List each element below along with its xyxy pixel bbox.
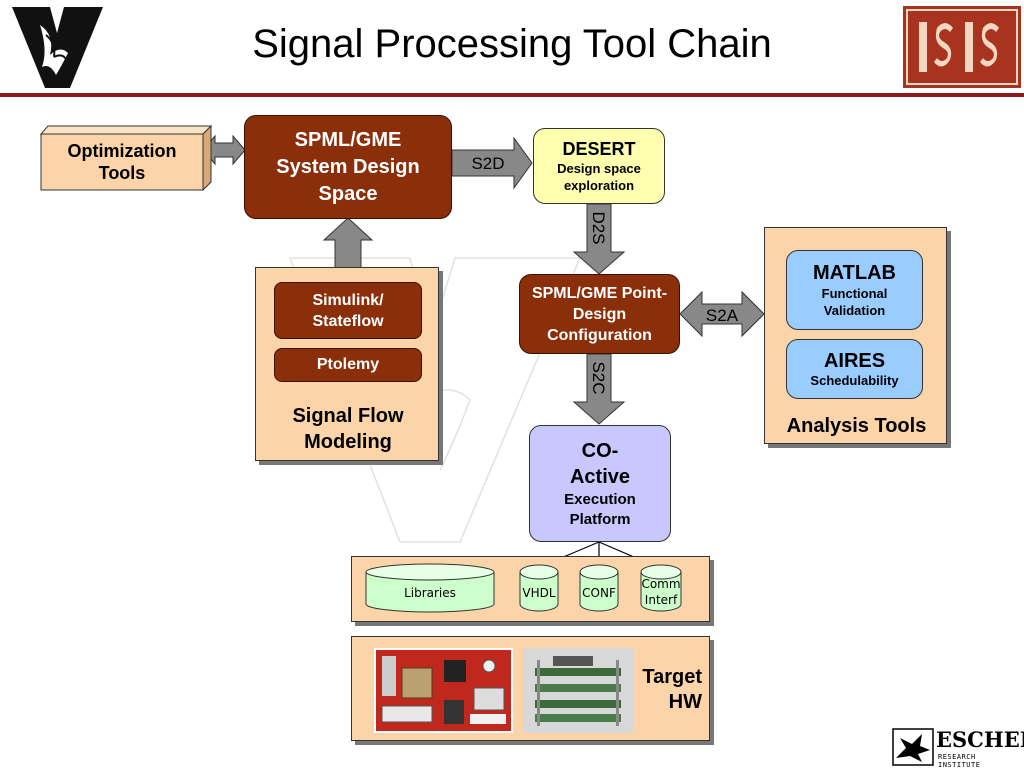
analysis-tools-panel: MATLAB Functional Validation AIRES Sched… xyxy=(764,227,947,444)
conf-cylinder xyxy=(579,564,619,612)
escher-subtitle: RESEARCH INSTITUTE xyxy=(938,753,981,769)
hardware-stack-photo xyxy=(523,648,633,733)
conf-label: CONF xyxy=(582,586,616,600)
fpga-board-photo xyxy=(374,648,513,733)
isis-logo xyxy=(903,6,1021,88)
vanderbilt-logo xyxy=(10,5,105,90)
matlab-box: MATLAB Functional Validation xyxy=(786,250,923,330)
point-design-box: SPML/GME Point-Design Configuration xyxy=(519,274,680,354)
desert-box: DESERT Design space exploration xyxy=(533,128,665,204)
spml-system-design-label: SPML/GME System Design Space xyxy=(276,128,420,205)
vhdl-label: VHDL xyxy=(522,586,556,600)
s2d-label: S2D xyxy=(471,154,505,173)
d2s-arrow xyxy=(572,203,626,275)
matlab-subtitle: Functional Validation xyxy=(821,285,888,318)
coactive-title: CO-Active xyxy=(569,439,631,488)
comm-interf-label: Comm Interf xyxy=(641,577,681,607)
simulink-stateflow-label: Simulink/ Stateflow xyxy=(312,291,384,330)
page-title: Signal Processing Tool Chain xyxy=(252,22,772,66)
s2c-arrow xyxy=(572,353,626,425)
optimization-tools-label: Optimization Tools xyxy=(67,141,177,183)
ptolemy-box: Ptolemy xyxy=(274,348,422,382)
matlab-title: MATLAB xyxy=(813,261,896,284)
aires-subtitle: Schedulability xyxy=(810,373,899,388)
header-rule xyxy=(0,93,1024,97)
target-hw-label: Target HW xyxy=(642,666,702,713)
vhdl-cylinder xyxy=(519,564,559,612)
s2a-label: S2A xyxy=(705,306,739,325)
analysis-tools-label: Analysis Tools xyxy=(786,415,927,437)
optimization-tools-box: Optimization Tools xyxy=(40,125,212,191)
target-hw-panel: Target HW xyxy=(351,636,710,741)
signal-flow-label: Signal Flow Modeling xyxy=(292,405,404,453)
ptolemy-label: Ptolemy xyxy=(316,356,380,373)
libraries-cylinder xyxy=(365,563,495,613)
coactive-box: CO-Active Execution Platform xyxy=(529,425,671,542)
spml-system-design-box: SPML/GME System Design Space xyxy=(244,115,452,219)
comm-interf-cylinder xyxy=(640,564,682,612)
signal-flow-panel: Simulink/ Stateflow Ptolemy Signal Flow … xyxy=(255,267,439,461)
libraries-label: Libraries xyxy=(404,586,456,600)
aires-box: AIRES Schedulability xyxy=(786,339,923,399)
desert-title: DESERT xyxy=(562,138,636,159)
simulink-stateflow-box: Simulink/ Stateflow xyxy=(274,282,422,339)
coactive-subtitle: Execution Platform xyxy=(564,490,636,528)
s2d-arrow xyxy=(451,136,533,190)
desert-subtitle: Design space exploration xyxy=(557,160,641,193)
point-design-label: SPML/GME Point-Design Configuration xyxy=(531,284,668,344)
aires-title: AIRES xyxy=(823,350,886,372)
